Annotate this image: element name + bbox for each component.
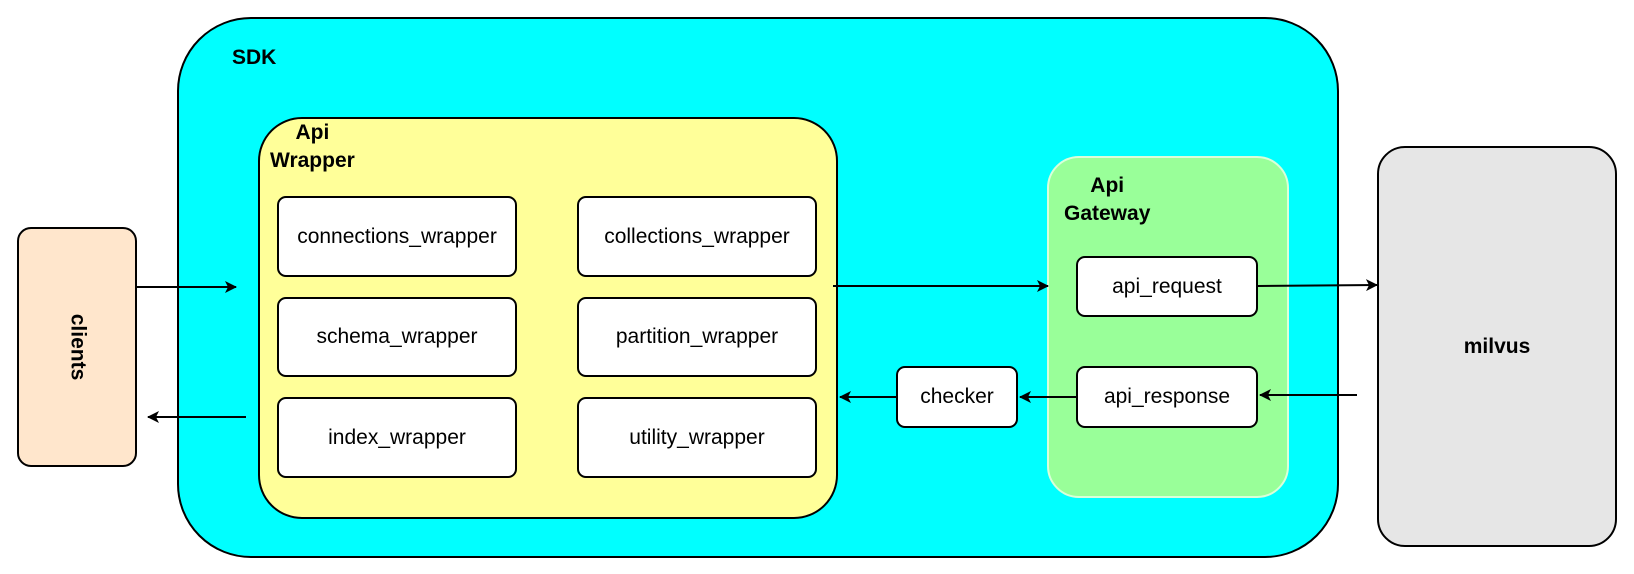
api-response-node: api_response [1076, 366, 1258, 428]
schema-wrapper-node: schema_wrapper [277, 297, 517, 377]
checker-node: checker [896, 366, 1018, 428]
connections-wrapper-node: connections_wrapper [277, 196, 517, 277]
api-gateway-container [1047, 156, 1289, 498]
api-request-node: api_request [1076, 256, 1258, 317]
sdk-label: SDK [232, 46, 277, 69]
milvus-label: milvus [1463, 334, 1531, 358]
collections-wrapper-node: collections_wrapper [577, 196, 817, 277]
edge-api-request-to-milvus [1257, 279, 1378, 292]
clients-box: clients [17, 227, 137, 467]
milvus-box: milvus [1377, 146, 1617, 547]
api-wrapper-title: Api Wrapper [270, 121, 355, 172]
index-wrapper-node: index_wrapper [277, 397, 517, 478]
utility-wrapper-node: utility_wrapper [577, 397, 817, 478]
api-gateway-title: Api Gateway [1064, 174, 1151, 225]
partition-wrapper-node: partition_wrapper [577, 297, 817, 377]
